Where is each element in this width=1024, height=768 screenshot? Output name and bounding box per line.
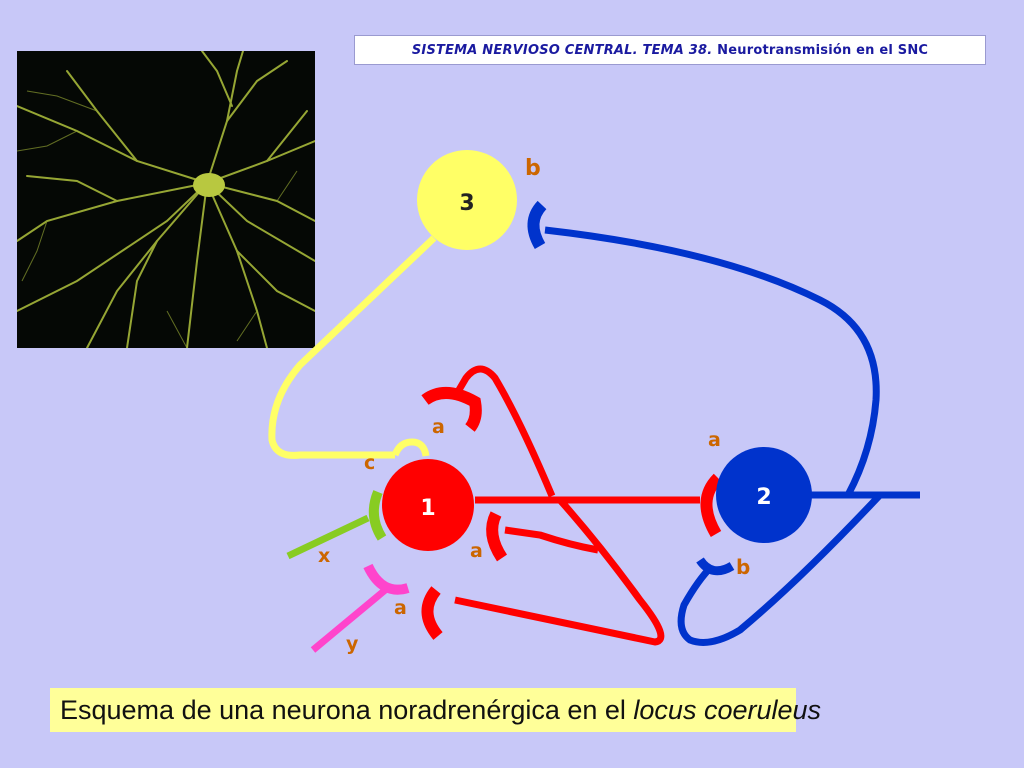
neuron2-axon-to-n3 <box>544 226 880 497</box>
header-title-sub: Neurotransmisión en el SNC <box>717 42 929 58</box>
label-x: x <box>318 545 330 567</box>
caption-box: Esquema de una neurona noradrenérgica en… <box>50 688 821 732</box>
neuron-1-label: 1 <box>420 496 435 521</box>
label-c: c <box>364 452 375 474</box>
input-x-axon <box>286 514 370 560</box>
synapse-b-n2-terminal <box>696 557 735 576</box>
neuron-1 <box>382 459 474 551</box>
input-y-axon <box>310 583 393 653</box>
label-a-right: a <box>470 540 483 562</box>
synapse-a-lower-terminal <box>421 586 443 640</box>
synapse-a-n2-terminal <box>700 473 723 538</box>
collateral-top <box>452 365 556 498</box>
label-b-n2: b <box>736 555 750 579</box>
collateral-right <box>504 526 599 554</box>
input-x-terminal <box>368 490 387 541</box>
synapse-a-top-terminal <box>421 387 482 432</box>
caption-italic: locus coeruleus <box>633 694 822 725</box>
neuron-2-label: 2 <box>756 485 771 510</box>
label-b-n3: b <box>525 156 541 181</box>
header-title: SISTEMA NERVIOSO CENTRAL. TEMA 38. Neuro… <box>412 43 928 58</box>
collateral-lower <box>454 497 665 646</box>
input-y-terminal <box>363 563 410 595</box>
synapse-c-terminal <box>391 438 430 457</box>
soma-shape <box>193 173 225 197</box>
label-y: y <box>346 633 359 655</box>
label-a-lower: a <box>394 597 407 619</box>
caption: Esquema de una neurona noradrenérgica en… <box>60 695 821 726</box>
neuron2-autoreceptor-loop <box>677 492 883 646</box>
neuron-micrograph-drawing <box>16 50 316 349</box>
neuron3-axon <box>268 235 437 459</box>
neuron-3-label: 3 <box>459 191 474 216</box>
caption-main: Esquema de una neurona noradrenérgica en… <box>60 694 634 725</box>
label-a-n2: a <box>708 429 721 451</box>
header-title-main: SISTEMA NERVIOSO CENTRAL. TEMA 38. <box>411 42 713 58</box>
neuron-2 <box>716 447 812 543</box>
synapse-b-n3-terminal <box>527 200 547 250</box>
synapse-a-right-terminal <box>486 511 508 562</box>
neuron-micrograph-image <box>16 50 316 349</box>
header-box: SISTEMA NERVIOSO CENTRAL. TEMA 38. Neuro… <box>354 35 986 65</box>
neuron-3 <box>417 150 517 250</box>
label-a-top: a <box>432 416 445 438</box>
